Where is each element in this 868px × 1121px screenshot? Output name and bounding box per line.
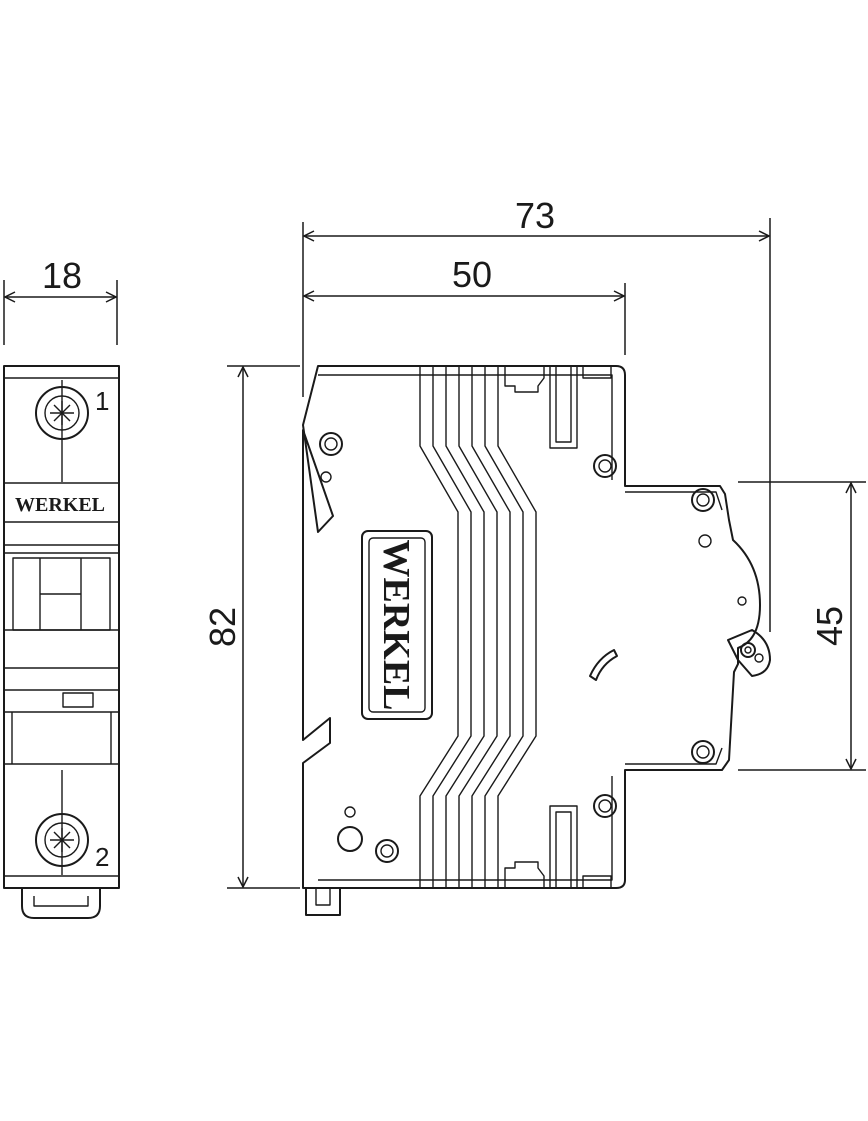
- front-view: 18 WERKEL: [3, 255, 120, 919]
- dimension-rail-height-label: 45: [809, 606, 850, 646]
- dimension-total-depth: 73: [302, 195, 771, 632]
- dimension-front-width-label: 18: [42, 255, 82, 296]
- terminal-screw-bottom-icon: [35, 813, 89, 867]
- side-contour-lines: [419, 366, 537, 888]
- side-view: 73 50 82 45: [202, 195, 866, 916]
- side-din-clip: [305, 887, 341, 916]
- side-brand-label: WERKEL: [375, 539, 417, 710]
- dimension-rail-height: 45: [738, 481, 866, 771]
- dimension-height: 82: [202, 365, 300, 889]
- side-brand-plate: WERKEL: [361, 530, 433, 720]
- front-din-clip: [21, 887, 101, 919]
- dimension-body-depth: 50: [304, 254, 626, 355]
- dimension-body-depth-label: 50: [452, 254, 492, 295]
- terminal-label-bottom: 2: [95, 842, 109, 872]
- din-latch-lever: [727, 629, 771, 677]
- front-body: WERKEL: [3, 365, 120, 889]
- dimension-front-width: 18: [3, 255, 118, 345]
- side-housing-outline: [302, 365, 761, 889]
- front-brand-label: WERKEL: [15, 494, 105, 516]
- terminal-screw-top-icon: [35, 386, 89, 440]
- terminal-label-top: 1: [95, 386, 109, 416]
- side-curved-slot: [589, 649, 618, 681]
- side-rivets: [319, 432, 747, 863]
- dimension-height-label: 82: [202, 607, 243, 647]
- dimension-total-depth-label: 73: [515, 195, 555, 236]
